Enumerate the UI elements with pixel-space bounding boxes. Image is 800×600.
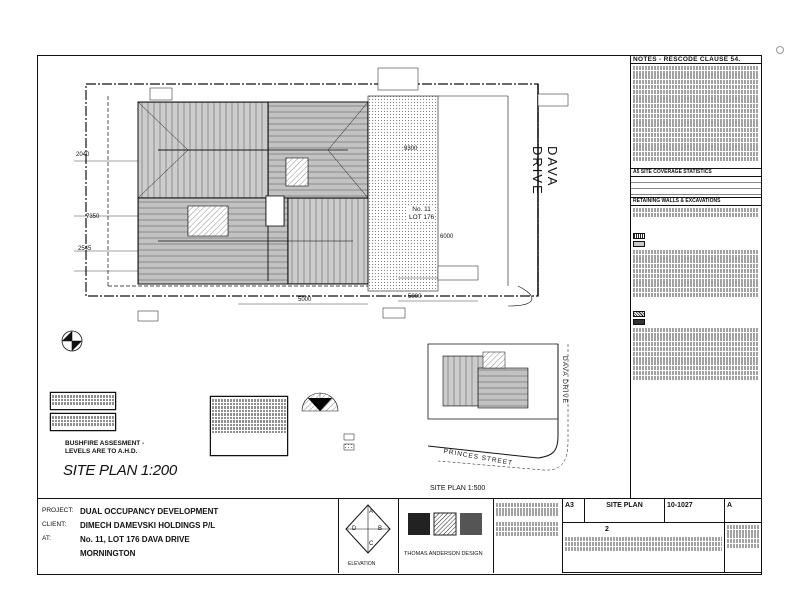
legend-row xyxy=(631,240,761,248)
dim-6000: 6000 xyxy=(440,234,454,240)
inset-street-dava-drive: DAVA DRIVE xyxy=(561,356,568,405)
dim-5000-b: 5000 xyxy=(298,297,312,303)
elevation-logo: A B C D ELEVATION xyxy=(338,499,399,573)
logo-letter-c: C xyxy=(369,541,374,547)
annotation-box xyxy=(50,413,116,431)
site-coverage-table xyxy=(631,177,761,195)
legend-dot-swatch xyxy=(633,241,645,247)
dim-5000-a: 5000 xyxy=(408,294,422,300)
sheet-no: 2 xyxy=(605,526,609,533)
at-label: AT: xyxy=(42,535,51,542)
notes-title: NOTES - RESCODE CLAUSE 54. xyxy=(631,56,761,64)
drawing-name: SITE PLAN xyxy=(606,502,643,509)
date-cell xyxy=(725,523,761,573)
designer-contact xyxy=(493,499,563,573)
street-label-dava-drive: DAVA DRIVE xyxy=(530,146,560,196)
title-block: PROJECT: DUAL OCCUPANCY DEVELOPMENT CLIE… xyxy=(38,498,761,574)
at-value-2: MORNINGTON xyxy=(80,549,136,558)
bushfire-note: BUSHFIRE ASSESMENT - LEVELS ARE TO A.H.D… xyxy=(65,440,144,456)
address-row: AT: No. 11, LOT 176 DAVA DRIVE xyxy=(42,535,190,544)
lot-label: No. 11 LOT 176 xyxy=(408,206,436,222)
job-no-cell: 10-1027 xyxy=(665,499,725,523)
legend-hatch-swatch xyxy=(633,311,645,317)
site-plan-500-inset xyxy=(427,343,569,471)
logo-letter-a: A xyxy=(369,509,374,515)
solar-water-diagram xyxy=(301,392,339,412)
legend-solid-swatch xyxy=(633,319,645,325)
site-plan-drawing xyxy=(49,67,569,471)
project-row: PROJECT: DUAL OCCUPANCY DEVELOPMENT xyxy=(42,507,218,516)
sheet-no-cell: 2 xyxy=(563,523,725,573)
retaining-notes xyxy=(631,206,761,232)
site-plan-title: SITE PLAN 1:200 xyxy=(63,462,177,479)
annotation-box xyxy=(50,392,116,410)
solar-water-notes xyxy=(210,396,288,456)
project-label: PROJECT: xyxy=(42,507,74,514)
designer-mark-icon xyxy=(408,512,482,536)
client-value: DIMECH DAMEVSKI HOLDINGS P/L xyxy=(80,521,216,530)
at-value-1: No. 11, LOT 176 DAVA DRIVE xyxy=(80,535,190,544)
lot-id: LOT 176 xyxy=(409,214,435,221)
site-plan-500-title: SITE PLAN 1:500 xyxy=(430,485,486,492)
dim-7350: 7350 xyxy=(86,214,100,220)
project-details: PROJECT: DUAL OCCUPANCY DEVELOPMENT CLIE… xyxy=(38,499,339,573)
general-notes xyxy=(631,248,761,310)
sheet-size: A3 xyxy=(565,502,574,509)
retaining-walls-heading: RETAINING WALLS & EXCAVATIONS xyxy=(631,197,761,206)
dim-9300: 9300 xyxy=(404,146,418,152)
bushfire-line-1: BUSHFIRE ASSESMENT - xyxy=(65,440,145,447)
legend-brick-swatch xyxy=(633,233,645,239)
client-label: CLIENT: xyxy=(42,521,67,528)
site-coverage-heading: A5 SITE COVERAGE STATISTICS xyxy=(631,168,761,177)
designer-logo: THOMAS ANDERSON DESIGN xyxy=(398,499,494,573)
lot-number: No. 11 xyxy=(412,206,431,213)
binder-hole xyxy=(776,46,784,54)
drawing-sheet: DAVA DRIVE No. 11 LOT 176 2040 7350 2545… xyxy=(37,55,762,575)
project-value: DUAL OCCUPANCY DEVELOPMENT xyxy=(80,507,219,516)
drawing-area: DAVA DRIVE No. 11 LOT 176 2040 7350 2545… xyxy=(38,56,630,498)
legend-row xyxy=(631,310,761,318)
dim-2040: 2040 xyxy=(76,152,90,158)
address-row-2: MORNINGTON xyxy=(42,549,135,558)
additional-notes xyxy=(631,326,761,398)
logo-letter-b: B xyxy=(378,526,383,532)
job-no: 10-1027 xyxy=(667,502,693,509)
logo-caption: ELEVATION xyxy=(348,561,376,567)
drawing-name-cell: SITE PLAN xyxy=(585,499,665,523)
notes-panel: NOTES - RESCODE CLAUSE 54. A5 SITE COVER… xyxy=(630,56,761,498)
issue: A xyxy=(727,502,733,509)
designer-name: THOMAS ANDERSON DESIGN xyxy=(404,551,483,557)
legend-row xyxy=(631,232,761,240)
sheet-details: A3 SITE PLAN 10-1027 A 2 xyxy=(563,499,761,573)
notes-text xyxy=(631,64,761,166)
sheet-size-cell: A3 xyxy=(563,499,585,523)
legend-row xyxy=(631,318,761,326)
client-row: CLIENT: DIMECH DAMEVSKI HOLDINGS P/L xyxy=(42,521,215,530)
dim-2545: 2545 xyxy=(78,246,92,252)
elevation-diamond-icon xyxy=(345,504,391,554)
driveway xyxy=(367,95,439,292)
issue-cell: A xyxy=(725,499,761,523)
logo-letter-d: D xyxy=(352,526,357,532)
north-point-symbol xyxy=(61,330,83,352)
bushfire-line-2: LEVELS ARE TO A.H.D. xyxy=(65,448,138,455)
